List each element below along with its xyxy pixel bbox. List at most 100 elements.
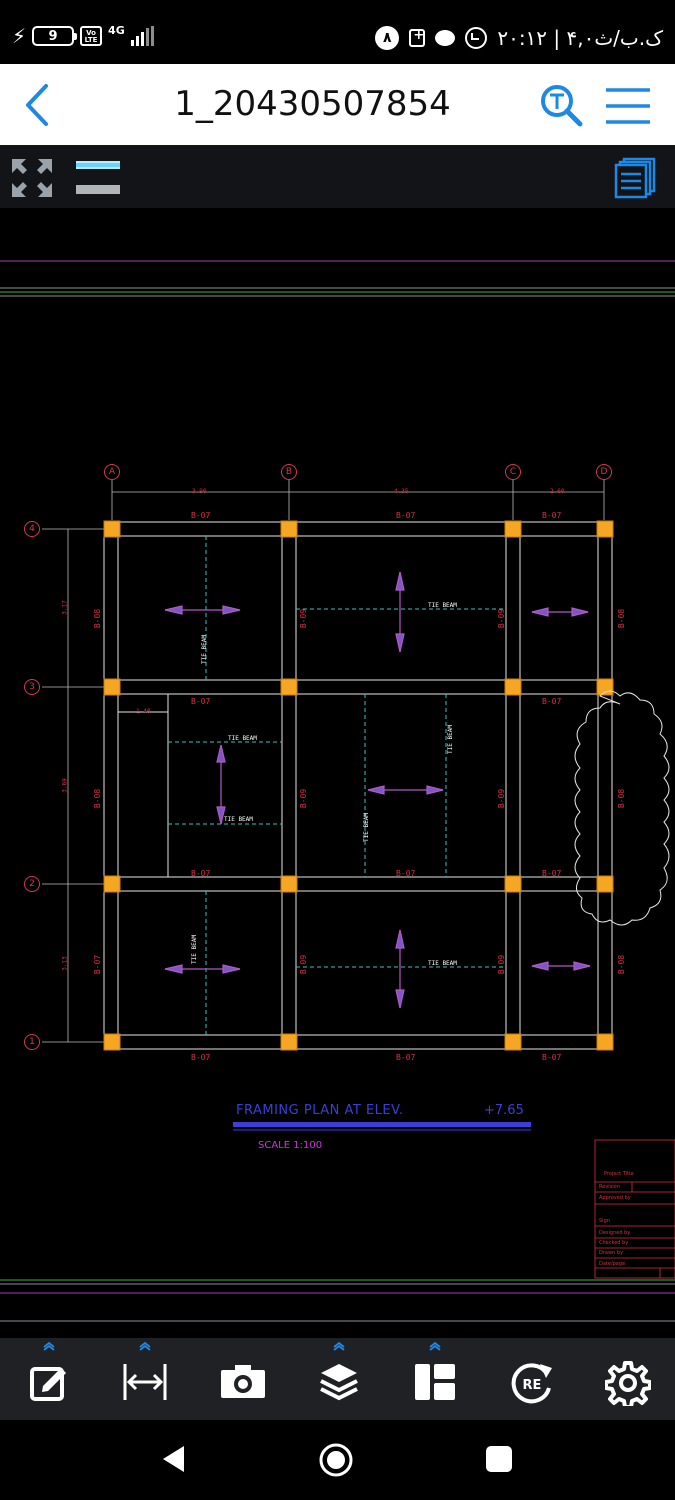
layers-icon bbox=[320, 1364, 358, 1401]
title-block-row: Date/page bbox=[599, 1261, 626, 1267]
nav-recents-button[interactable] bbox=[486, 1446, 512, 1472]
edit-tool-button[interactable] bbox=[14, 1338, 84, 1420]
text-search-icon bbox=[541, 85, 583, 127]
beam-label: B-07 bbox=[191, 869, 211, 878]
network-type: 4G bbox=[108, 23, 125, 37]
dimension-label: 4.35 bbox=[394, 488, 409, 495]
menu-button[interactable] bbox=[604, 86, 652, 126]
tie-beam-label: TIE BEAM bbox=[228, 735, 257, 742]
tie-beam-label: TIE BEAM bbox=[428, 960, 457, 967]
grid-tag-2: 2 bbox=[24, 876, 40, 892]
chevron-up-icon bbox=[43, 1341, 55, 1351]
nav-home-button[interactable] bbox=[318, 1442, 354, 1478]
back-button[interactable] bbox=[18, 82, 58, 128]
title-block-row: Revision bbox=[599, 1184, 620, 1190]
beam-label: B-08 bbox=[93, 788, 103, 809]
system-navigation-bar bbox=[0, 1420, 675, 1500]
layer-toggle-button[interactable] bbox=[74, 159, 122, 197]
grid-tag-4: 4 bbox=[24, 521, 40, 537]
dimension-label: 3.90 bbox=[192, 488, 207, 495]
beam-label: B-07 bbox=[542, 697, 562, 706]
dimension-label: 2.60 bbox=[550, 488, 565, 495]
alarm-icon bbox=[465, 27, 488, 49]
layout-icon bbox=[415, 1364, 455, 1400]
beam-label: B-09 bbox=[497, 608, 507, 629]
battery-icon: 9 bbox=[32, 26, 78, 46]
beam-label: B-09 bbox=[299, 608, 309, 629]
dimension-label: 3.69 bbox=[61, 778, 69, 793]
dimension-label: 3.17 bbox=[61, 600, 69, 615]
beam-label: B-07 bbox=[542, 511, 562, 520]
triangle-back-icon bbox=[163, 1446, 184, 1472]
framing-plan-drawing bbox=[0, 260, 675, 1322]
signal-icon bbox=[130, 26, 154, 46]
redraw-label: RE bbox=[523, 1378, 542, 1393]
plan-title: FRAMING PLAN AT ELEV. bbox=[236, 1103, 404, 1118]
grid-tag-d: D bbox=[596, 464, 612, 480]
edit-note-icon bbox=[30, 1367, 66, 1401]
grid-tag-1: 1 bbox=[24, 1034, 40, 1050]
battery-level: 9 bbox=[48, 28, 58, 44]
app-notification-icon bbox=[409, 28, 426, 47]
layers-tool-button[interactable] bbox=[304, 1338, 374, 1420]
grid-tag-c: C bbox=[505, 464, 521, 480]
nav-back-button[interactable] bbox=[160, 1444, 188, 1474]
chevron-up-icon bbox=[429, 1341, 441, 1351]
tie-beam-label: TIE BEAM bbox=[224, 816, 253, 823]
beam-label: B-07 bbox=[542, 1053, 562, 1062]
bottom-tool-bar: RE bbox=[0, 1338, 675, 1420]
measure-tool-button[interactable] bbox=[110, 1338, 180, 1420]
redraw-tool-button[interactable]: RE bbox=[496, 1338, 566, 1420]
title-block-row: Approved by bbox=[599, 1195, 631, 1201]
title-block-row: Drawn by bbox=[599, 1250, 623, 1256]
snapshot-tool-button[interactable] bbox=[206, 1338, 276, 1420]
cad-drawing-canvas[interactable]: A B C D 4 3 2 1 3.90 4.35 2.60 3.17 3.69… bbox=[0, 208, 675, 1338]
beam-label: B-07 bbox=[542, 869, 562, 878]
plan-elevation: +7.65 bbox=[484, 1103, 524, 1118]
status-clock: ۲۰:۱۲ | ۴,۰ک.ب/ث bbox=[497, 26, 663, 50]
dimension-label: 3.13 bbox=[61, 956, 69, 971]
expand-arrows-icon bbox=[12, 159, 52, 197]
beam-label: B-07 bbox=[396, 511, 416, 520]
beam-label: B-08 bbox=[617, 608, 627, 629]
dimension-label: 1.40 bbox=[136, 708, 151, 715]
grid-tag-3: 3 bbox=[24, 679, 40, 695]
chevron-up-icon bbox=[139, 1341, 151, 1351]
beam-label: B-08 bbox=[617, 954, 627, 975]
beam-label: B-09 bbox=[299, 788, 309, 809]
title-block-row: Sign bbox=[599, 1218, 610, 1224]
fit-to-screen-button[interactable] bbox=[10, 157, 54, 199]
title-block-project: Project Title bbox=[604, 1171, 634, 1177]
beam-label: B-07 bbox=[191, 511, 211, 520]
beam-label: B-08 bbox=[93, 608, 103, 629]
tie-beam-label: TIE BEAM bbox=[190, 935, 198, 964]
volte-icon: Vo LTE bbox=[80, 26, 103, 46]
title-block-row: Checked by bbox=[599, 1240, 629, 1246]
view-toolbar bbox=[0, 145, 675, 208]
beam-label: B-09 bbox=[497, 788, 507, 809]
message-icon bbox=[435, 30, 456, 46]
notification-count-badge: ۸ bbox=[375, 26, 400, 50]
beam-label: B-07 bbox=[396, 1053, 416, 1062]
text-search-button[interactable] bbox=[538, 82, 584, 128]
status-bar: ⚡ 9 Vo LTE 4G ۸ ۲۰:۱۲ | ۴,۰ک.ب/ث bbox=[0, 0, 675, 64]
grid-tag-a: A bbox=[104, 464, 120, 480]
pages-button[interactable] bbox=[612, 157, 658, 199]
tie-beam-label: TIE BEAM bbox=[428, 602, 457, 609]
layout-tool-button[interactable] bbox=[400, 1338, 470, 1420]
tie-beam-label: TIE BEAM bbox=[200, 635, 208, 664]
plan-scale: SCALE 1:100 bbox=[258, 1140, 323, 1151]
grid-tag-b: B bbox=[281, 464, 297, 480]
settings-tool-button[interactable] bbox=[592, 1338, 662, 1420]
title-block-row: Designed by bbox=[599, 1230, 631, 1236]
home-circle-icon bbox=[319, 1443, 353, 1477]
tie-beam-label: TIE BEAM bbox=[362, 813, 370, 842]
beam-label: B-07 bbox=[191, 697, 211, 706]
charging-icon: ⚡ bbox=[12, 24, 27, 48]
chevron-left-icon bbox=[26, 84, 48, 126]
hamburger-menu-icon bbox=[606, 88, 650, 124]
beam-label: B-09 bbox=[299, 954, 309, 975]
tie-beam-label: TIE BEAM bbox=[446, 725, 454, 754]
layer-bars-icon bbox=[76, 161, 120, 194]
chevron-up-icon bbox=[333, 1341, 345, 1351]
